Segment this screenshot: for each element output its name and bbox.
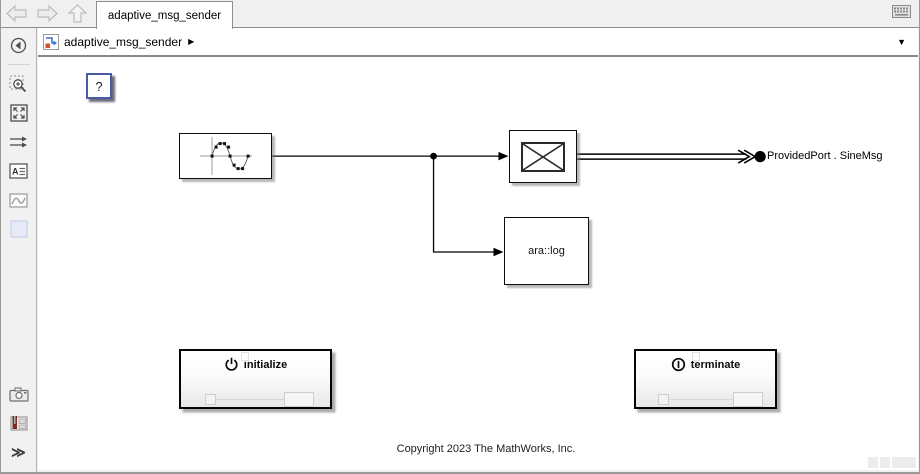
model-tab[interactable]: adaptive_msg_sender — [96, 1, 233, 29]
terminate-title: terminate — [636, 357, 775, 372]
back-button[interactable] — [3, 3, 31, 25]
ara-log-label: ara::log — [528, 245, 565, 257]
power-on-icon — [225, 357, 238, 371]
breadcrumb-dropdown-icon[interactable]: ▼ — [897, 36, 906, 47]
sine-wave-icon — [199, 137, 252, 175]
forward-icon — [37, 5, 58, 22]
question-mark-label: ? — [95, 78, 103, 94]
signal-wires — [271, 149, 766, 257]
model-canvas[interactable]: ? — [38, 57, 918, 470]
annotation-button[interactable]: A — [6, 159, 32, 183]
breadcrumb-caret-icon[interactable]: ▶ — [188, 37, 195, 46]
mini-wire — [669, 399, 733, 400]
forward-button[interactable] — [33, 3, 61, 25]
keyboard-shortcuts-button[interactable] — [892, 5, 911, 23]
doc-help-block[interactable]: ? — [86, 73, 112, 99]
palette-toolbar: A — [1, 28, 37, 472]
mini-sink-box — [733, 392, 763, 407]
zoom-button[interactable] — [6, 72, 32, 96]
model-data-editor-button[interactable] — [6, 411, 32, 435]
signal-routing-button[interactable] — [6, 130, 32, 154]
terminate-label: terminate — [690, 358, 741, 371]
keyboard-icon — [892, 5, 911, 18]
mini-sink-box — [284, 392, 314, 407]
breadcrumb-model-name[interactable]: adaptive_msg_sender — [64, 34, 183, 49]
sine-wave-block[interactable] — [179, 133, 272, 179]
corner-widget — [868, 457, 878, 468]
fit-to-view-button[interactable] — [6, 101, 32, 125]
power-off-icon — [671, 357, 685, 372]
ara-log-block[interactable]: ara::log — [504, 217, 589, 285]
signal-lines-icon — [10, 136, 27, 148]
corner-widget — [880, 457, 890, 468]
mini-source-box — [658, 394, 669, 405]
terminate-subsystem-block[interactable]: terminate — [634, 349, 777, 409]
up-arrow-icon — [67, 4, 87, 23]
data-panel-icon — [10, 415, 27, 430]
canvas-corner-widgets — [868, 457, 916, 468]
camera-icon — [8, 387, 29, 402]
area-box-icon — [10, 220, 27, 238]
hide-explorer-button[interactable] — [6, 33, 32, 57]
breadcrumb-bar: adaptive_msg_sender ▶ ▼ — [38, 28, 918, 57]
zoom-icon — [9, 75, 27, 92]
provided-port-label[interactable]: ProvidedPort . SineMsg — [767, 150, 883, 162]
model-tab-label: adaptive_msg_sender — [107, 9, 222, 22]
circle-back-icon — [10, 37, 27, 53]
svg-text:A: A — [12, 167, 19, 177]
mini-wire — [216, 399, 284, 400]
corner-widget — [892, 457, 916, 468]
initialize-label: initialize — [243, 358, 288, 371]
palette-separator — [7, 64, 30, 65]
message-send-block[interactable] — [509, 130, 577, 183]
fit-to-view-icon — [9, 104, 28, 122]
ghost-box — [692, 352, 700, 361]
image-icon — [9, 192, 28, 208]
ghost-box — [241, 352, 249, 361]
image-annotation-button[interactable] — [6, 188, 32, 212]
double-chevron-icon: ≫ — [11, 443, 26, 460]
area-button[interactable] — [6, 217, 32, 241]
initialize-subsystem-block[interactable]: initialize — [179, 349, 332, 409]
initialize-title: initialize — [181, 357, 330, 372]
up-to-parent-button[interactable] — [63, 3, 91, 25]
envelope-icon — [521, 141, 565, 172]
expand-palette-button[interactable]: ≫ — [6, 440, 32, 464]
copyright-annotation: Copyright 2023 The MathWorks, Inc. — [396, 443, 576, 455]
simulink-model-icon — [43, 33, 59, 50]
tab-strip: adaptive_msg_sender — [1, 0, 919, 29]
annotation-icon: A — [9, 163, 28, 179]
mini-source-box — [205, 394, 216, 405]
screenshot-button[interactable] — [6, 382, 32, 406]
back-icon — [6, 5, 27, 22]
